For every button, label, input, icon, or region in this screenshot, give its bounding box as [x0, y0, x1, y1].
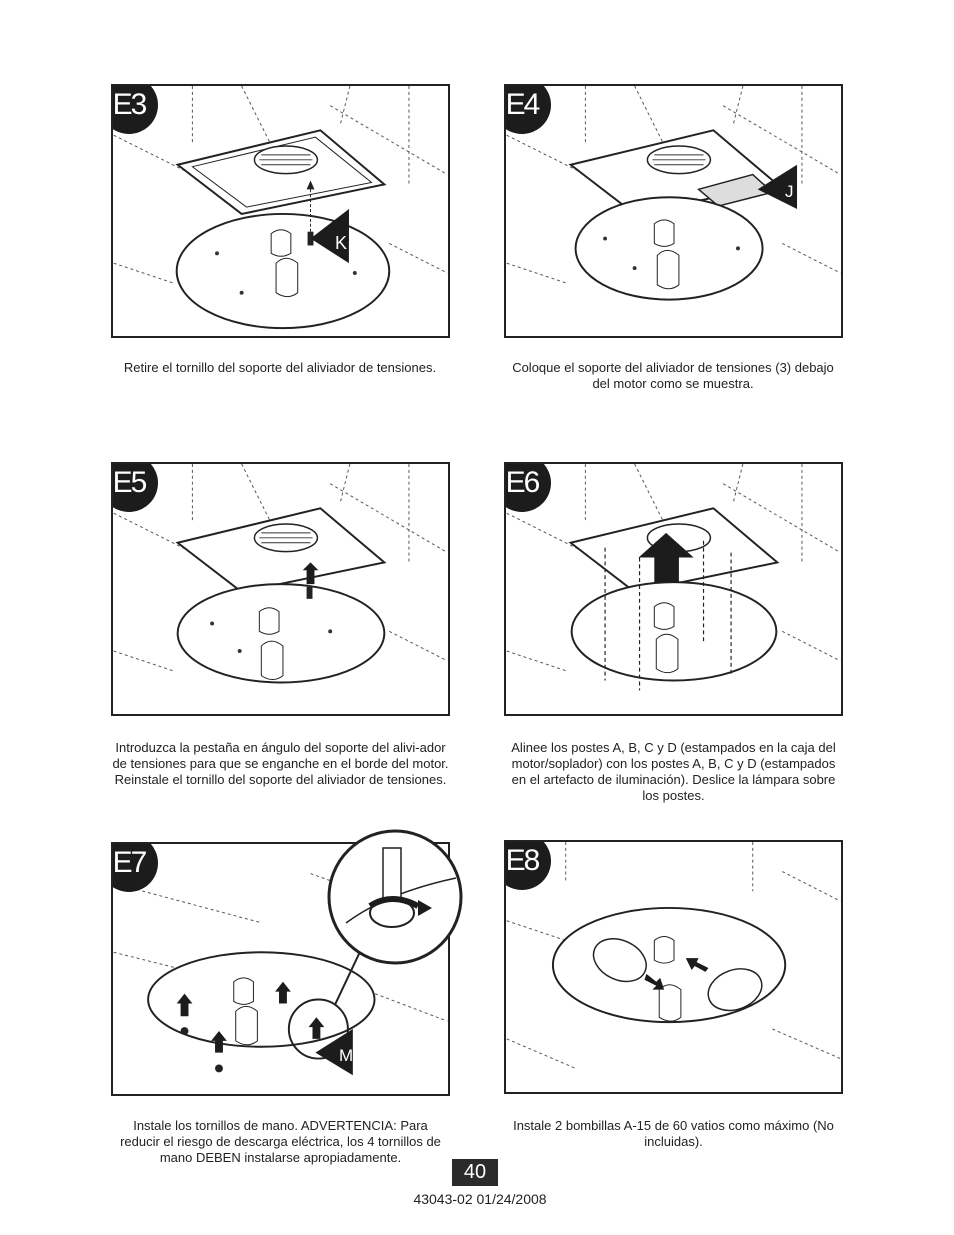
- callout-m-label: M: [339, 1046, 354, 1065]
- step-e8-panel: E8: [504, 840, 843, 1094]
- step-e5-panel: E5: [111, 462, 450, 716]
- step-e6-panel: E6: [504, 462, 843, 716]
- callout-j-label: J: [785, 182, 794, 201]
- step-e8-caption: Instale 2 bombillas A-15 de 60 vatios co…: [513, 1118, 834, 1149]
- step-e6-badge: E6: [506, 464, 551, 512]
- step-e7-caption: Instale los tornillos de mano. ADVERTENC…: [120, 1118, 441, 1165]
- callout-k-label: K: [335, 233, 348, 253]
- step-e3-badge: E3: [113, 86, 158, 134]
- step-e7-badge: E7: [113, 844, 158, 892]
- step-e3-panel: E3 K: [111, 84, 450, 338]
- step-e5-illustration: [113, 464, 448, 684]
- step-e6-caption: Alinee los postes A, B, C y D (estampado…: [511, 740, 836, 803]
- step-e6-illustration: [506, 464, 841, 691]
- document-code: 43043-02 01/24/2008: [413, 1191, 547, 1207]
- page-number: 40: [452, 1159, 498, 1186]
- step-e7-illustration: [113, 873, 448, 1076]
- step-e4-illustration: [506, 86, 841, 301]
- step-e8-illustration: [506, 842, 841, 1069]
- step-e4-caption: Coloque el soporte del aliviador de tens…: [512, 360, 834, 391]
- step-e8-badge: E8: [506, 842, 551, 890]
- step-e3-illustration: [113, 86, 448, 330]
- step-e7-zoom-detail: [327, 829, 463, 965]
- step-e7-panel: E7 M: [111, 842, 450, 1096]
- step-e5-caption: Introduzca la pestaña en ángulo del sopo…: [112, 740, 449, 787]
- step-e4-panel: E4 J: [504, 84, 843, 338]
- step-e3-caption: Retire el tornillo del soporte del alivi…: [123, 360, 437, 375]
